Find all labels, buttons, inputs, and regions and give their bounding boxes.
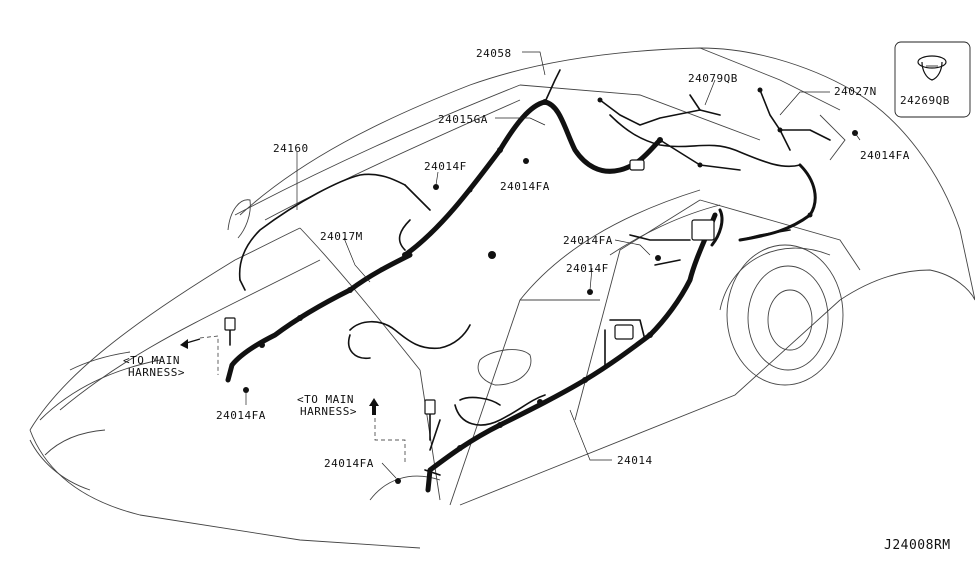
label-24079QB: 24079QB <box>688 72 738 85</box>
harness-connectors <box>224 87 813 451</box>
label-24160: 24160 <box>273 142 309 155</box>
label-24014F-top: 24014F <box>424 160 467 173</box>
label-24014FA-bottom: 24014FA <box>324 457 374 470</box>
arrow-to-main-left <box>180 335 219 375</box>
figure-code: J24008RM <box>884 538 951 553</box>
note-to-main-left-line1: <TO MAIN <box>123 354 180 367</box>
clip-part-icons <box>243 130 858 484</box>
harness-main-24014 <box>424 208 791 493</box>
arrow-to-main-center <box>369 398 406 465</box>
label-24014: 24014 <box>617 454 653 467</box>
label-24017M: 24017M <box>320 230 363 243</box>
inset-box-24269QB <box>894 41 971 118</box>
label-24014FA-left: 24014FA <box>216 409 266 422</box>
label-24015GA: 24015GA <box>438 113 488 126</box>
label-24269QB: 24269QB <box>900 94 950 107</box>
harness-roof-24015GA <box>402 69 831 258</box>
harness-windshield-24160 <box>238 173 431 291</box>
car-body-outline <box>29 47 975 549</box>
label-24014FA-right: 24014FA <box>563 234 613 247</box>
note-to-main-center-line2: HARNESS> <box>300 405 357 418</box>
part-labels: 24058 24079QB 24027N 24269QB 24015GA 240… <box>123 47 951 553</box>
note-to-main-center-line1: <TO MAIN <box>297 393 354 406</box>
label-24014FA-rear: 24014FA <box>860 149 910 162</box>
label-24058: 24058 <box>476 47 512 60</box>
harness-front-24017M <box>225 252 471 383</box>
label-24014F-right: 24014F <box>566 262 609 275</box>
label-24027N: 24027N <box>834 85 877 98</box>
leader-lines <box>245 51 861 479</box>
label-24014FA-mid: 24014FA <box>500 180 550 193</box>
note-to-main-left-line2: HARNESS> <box>128 366 185 379</box>
